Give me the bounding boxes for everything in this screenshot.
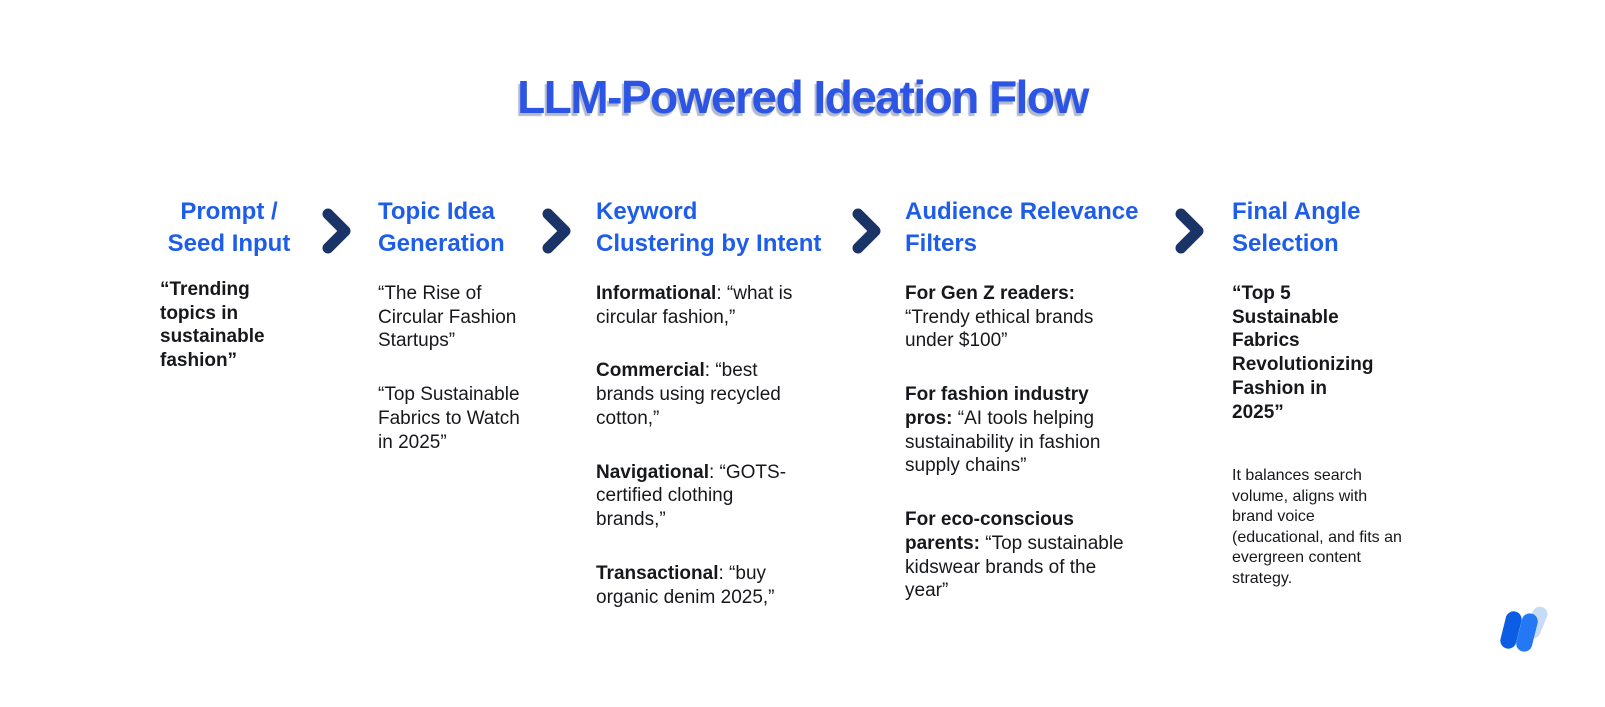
step-heading: Topic Idea Generation xyxy=(378,196,538,260)
step-example-text: “The Rise of Circular Fashion Startups” xyxy=(378,282,517,352)
step-heading-line: Seed Input xyxy=(167,229,291,257)
intent-label: Commercial xyxy=(596,360,705,382)
flow-arrow-icon xyxy=(852,208,881,254)
audience-label: For eco-conscious parents: xyxy=(905,509,1074,554)
intent-item-transactional: Transactional: “buy organic denim 2025,” xyxy=(596,562,808,610)
audience-item-industry-pros: For fashion industry pros: “AI tools hel… xyxy=(905,383,1129,478)
final-angle-text: “Top 5 Sustainable Fabrics Revolutionizi… xyxy=(1232,282,1374,423)
step-heading-line: Clustering by Intent xyxy=(596,229,822,257)
intent-example: : “buy organic denim 2025,” xyxy=(596,562,775,608)
flow-step-keyword-clustering: Keyword Clustering by Intent Information… xyxy=(596,196,822,639)
intent-label: Informational xyxy=(596,282,717,304)
step-heading-line: Topic Idea xyxy=(378,198,495,225)
step-heading-line: Generation xyxy=(378,229,505,257)
step-example-text: “Top Sustainable Fabrics to Watch in 202… xyxy=(378,384,520,453)
flow-step-topic-idea-generation: Topic Idea Generation “The Rise of Circu… xyxy=(378,196,538,484)
intent-example: : “GOTS-certified clothing brands,” xyxy=(596,461,787,531)
audience-label: For Gen Z readers: xyxy=(905,282,1075,304)
audience-example: “Trendy ethical brands under $100” xyxy=(905,306,1094,352)
step-heading: Final Angle Selection xyxy=(1232,196,1404,260)
audience-example: “Top sustainable kidswear brands of the … xyxy=(905,532,1124,602)
intent-item-informational: Informational: “what is circular fashion… xyxy=(596,282,808,330)
flow-arrow-icon xyxy=(542,208,571,254)
intent-label: Navigational xyxy=(596,461,709,483)
final-angle-rationale: It balances search volume, aligns with b… xyxy=(1232,467,1402,587)
step-heading: Keyword Clustering by Intent xyxy=(596,196,822,260)
step-heading-line: Final Angle xyxy=(1232,198,1361,225)
audience-label: For fashion industry pros: xyxy=(905,384,1089,429)
w-brand-logo-icon xyxy=(1500,606,1548,652)
audience-item-eco-parents: For eco-conscious parents: “Top sustaina… xyxy=(905,508,1129,603)
step-heading-line: Selection xyxy=(1232,229,1339,257)
intent-item-commercial: Commercial: “best brands using recycled … xyxy=(596,359,808,430)
intent-item-navigational: Navigational: “GOTS-certified clothing b… xyxy=(596,461,808,532)
intent-example: : “what is circular fashion,” xyxy=(596,282,793,328)
step-heading-line: Keyword xyxy=(596,198,698,225)
flow-arrow-icon xyxy=(1175,208,1204,254)
audience-item-gen-z: For Gen Z readers: “Trendy ethical brand… xyxy=(905,282,1129,353)
page-title: LLM-Powered Ideation Flow xyxy=(517,71,1089,123)
step-heading: Prompt / Seed Input xyxy=(160,196,298,260)
flow-step-final-angle-selection: Final Angle Selection “Top 5 Sustainable… xyxy=(1232,196,1404,619)
flow-arrow-icon xyxy=(322,208,351,254)
step-example-text: “Trending topics in sustainable fashion” xyxy=(160,278,265,372)
step-heading-line: Prompt / xyxy=(180,198,278,225)
intent-label: Transactional xyxy=(596,562,719,584)
intent-example: : “best brands using recycled cotton,” xyxy=(596,360,781,429)
audience-example: “AI tools helping sustainability in fash… xyxy=(905,407,1101,477)
step-heading-line: Filters xyxy=(905,229,978,257)
flow-step-prompt-seed-input: Prompt / Seed Input “Trending topics in … xyxy=(160,196,298,403)
step-heading: Audience Relevance Filters xyxy=(905,196,1139,260)
flow-step-audience-relevance-filters: Audience Relevance Filters For Gen Z rea… xyxy=(905,196,1139,633)
step-heading-line: Audience Relevance xyxy=(905,198,1139,225)
